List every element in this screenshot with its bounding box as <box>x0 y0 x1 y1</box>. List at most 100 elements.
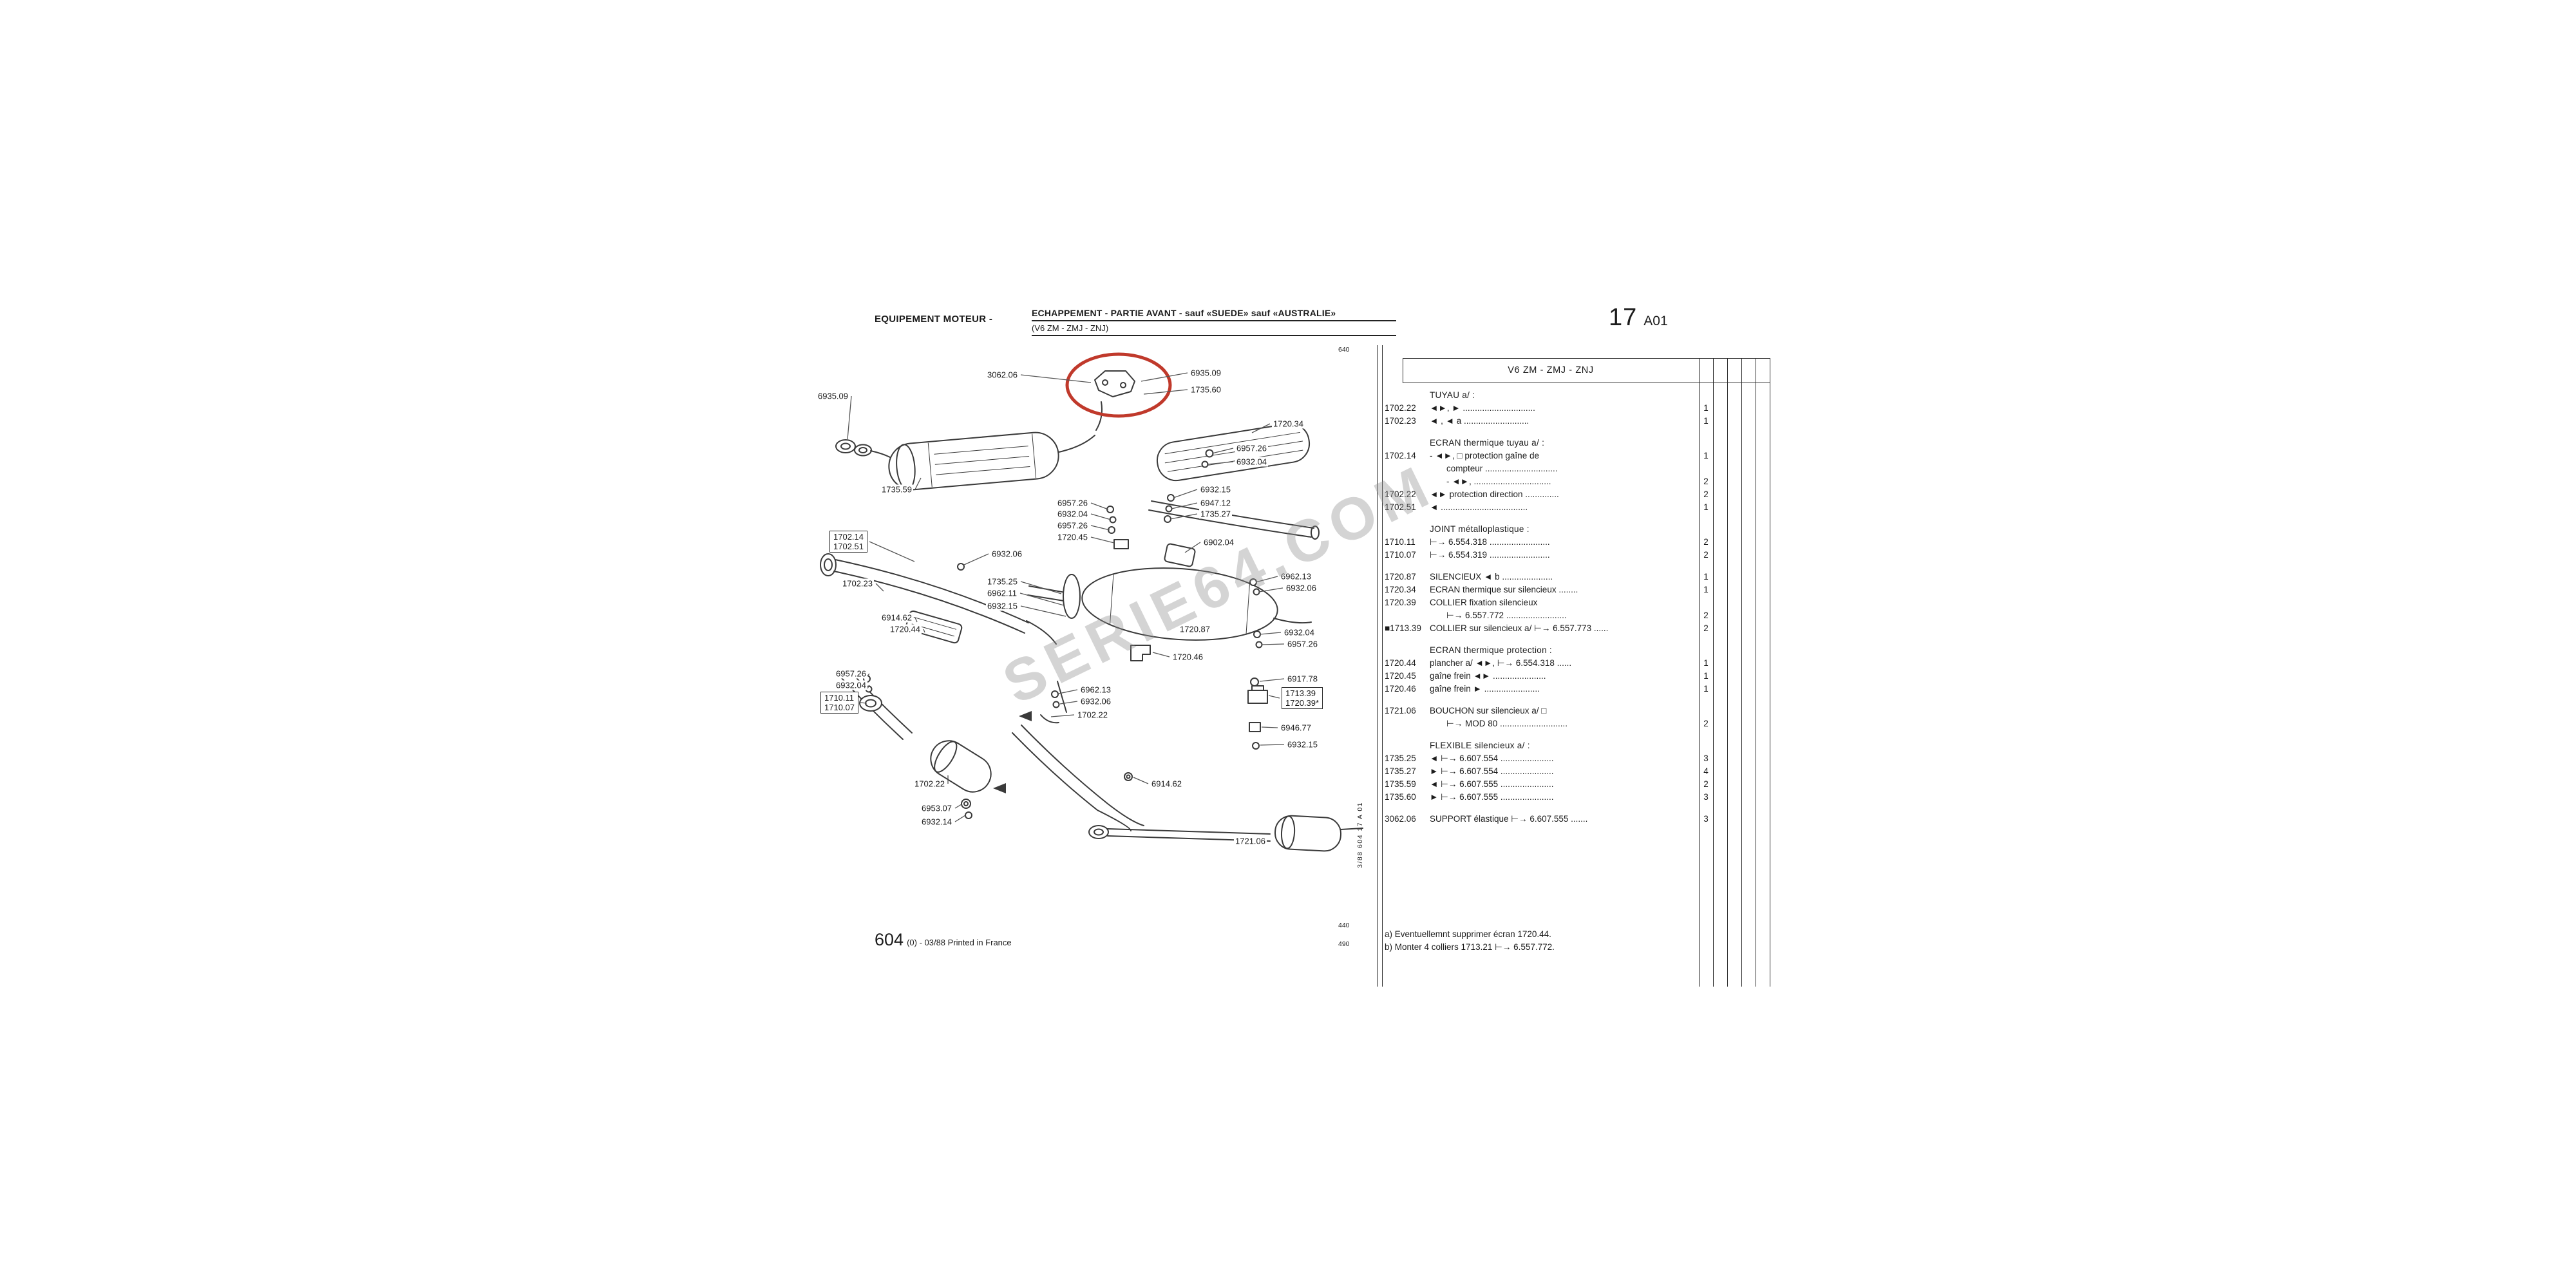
part-ref: 1735.59 <box>1385 779 1416 789</box>
table-column-line <box>1741 358 1742 987</box>
part-ref <box>1385 437 1430 450</box>
parts-table-group-row: TUYAU a/ : <box>1385 389 1713 402</box>
part-ref <box>1385 462 1430 475</box>
part-qty: 2 <box>1703 779 1709 789</box>
part-ref: 1735.25 <box>1385 753 1416 763</box>
part-desc: COLLIER fixation silencieux <box>1430 598 1538 607</box>
part-qty: 1 <box>1703 671 1709 681</box>
part-desc: SILENCIEUX ◄ b ..................... <box>1430 572 1553 582</box>
page-footer: 604 (0) - 03/88 Printed in France <box>875 930 1012 950</box>
page-number-main: 17 <box>1609 304 1638 331</box>
footnote-a: a) Eventuellemnt supprimer écran 1720.44… <box>1385 929 1551 939</box>
parts-table-group-row: JOINT métalloplastique : <box>1385 523 1713 536</box>
floor-heat-shield <box>905 611 963 644</box>
parts-table-row: ⊢→ 6.557.772 ......................... 2 <box>1385 609 1713 622</box>
spine-mark: 440 <box>1338 922 1350 929</box>
support-bracket <box>1094 370 1135 397</box>
part-qty <box>1699 705 1713 717</box>
parts-table-gap <box>1385 635 1713 644</box>
part-qty: 1 <box>1703 416 1709 426</box>
part-desc: ECRAN thermique tuyau a/ : <box>1430 438 1545 448</box>
part-qty: 2 <box>1703 550 1709 560</box>
highlight-ellipse <box>1065 352 1172 418</box>
part-qty: 3 <box>1703 792 1709 802</box>
footnote-b: b) Monter 4 colliers 1713.21 ⊢→ 6.557.77… <box>1385 942 1555 952</box>
part-qty <box>1699 596 1713 609</box>
parts-table-row: 1702.23◄ , ◄ a .........................… <box>1385 415 1713 428</box>
part-qty <box>1699 523 1713 536</box>
part-desc: - ◄►, ................................ <box>1446 477 1551 486</box>
parts-table-gap <box>1385 696 1713 705</box>
part-ref: ■1713.39 <box>1385 623 1421 633</box>
parts-table-row: 1702.51◄ ...............................… <box>1385 501 1713 514</box>
part-ref: 1721.06 <box>1385 706 1416 715</box>
parts-table-row: 1720.34 ECRAN thermique sur silencieux ..… <box>1385 583 1713 596</box>
table-top-line <box>1403 358 1770 359</box>
part-qty: 1 <box>1703 403 1709 413</box>
table-column-line <box>1699 358 1700 987</box>
part-ref <box>1385 609 1430 622</box>
part-desc: ⊢→ MOD 80 ............................ <box>1446 719 1568 728</box>
part-qty: 1 <box>1703 658 1709 668</box>
gasket-plate <box>1164 543 1196 567</box>
part-ref: 1720.45 <box>1385 671 1416 681</box>
part-desc: ► ⊢→ 6.607.554 ...................... <box>1430 766 1554 776</box>
part-desc: gaîne frein ► ....................... <box>1430 684 1540 694</box>
parts-table-row: - ◄►, ................................2 <box>1385 475 1713 488</box>
main-muffler <box>1081 567 1278 641</box>
parts-table-gap <box>1385 562 1713 571</box>
part-desc: ◄ .................................... <box>1430 502 1528 512</box>
part-desc: ◄►, ► .............................. <box>1430 403 1535 413</box>
spine-mark: 490 <box>1338 940 1350 948</box>
part-desc: plancher a/ ◄►, ⊢→ 6.554.318 ...... <box>1430 658 1572 668</box>
part-ref <box>1385 475 1430 488</box>
front-muffler <box>888 431 1059 491</box>
header-section: EQUIPEMENT MOTEUR - <box>875 314 993 325</box>
part-qty: 2 <box>1703 623 1709 633</box>
parts-table-row: 1702.22 ◄►, ► ...........................… <box>1385 402 1713 415</box>
part-qty: 1 <box>1703 502 1709 512</box>
part-ref <box>1385 739 1430 752</box>
upper-heat-shield <box>1156 422 1311 482</box>
resonator <box>930 740 992 793</box>
part-ref: 1702.22 <box>1385 489 1416 499</box>
part-desc: ⊢→ 6.554.319 ......................... <box>1430 550 1550 560</box>
parts-table-row: 1735.27► ⊢→ 6.607.554 ..................… <box>1385 765 1713 778</box>
part-desc: JOINT métalloplastique : <box>1430 524 1530 534</box>
part-desc: ⊢→ 6.557.772 ......................... <box>1446 611 1567 620</box>
part-qty <box>1699 389 1713 402</box>
part-ref: 1702.14 <box>1385 451 1416 460</box>
part-desc: gaîne frein ◄► ...................... <box>1430 671 1546 681</box>
part-desc: ◄ , ◄ a ........................... <box>1430 416 1530 426</box>
part-qty: 4 <box>1703 766 1709 776</box>
part-ref <box>1385 717 1430 730</box>
part-ref <box>1385 389 1430 402</box>
part-qty <box>1699 644 1713 657</box>
part-desc: ► ⊢→ 6.607.555 ...................... <box>1430 792 1554 802</box>
part-qty: 1 <box>1703 684 1709 694</box>
page-number-code: A01 <box>1643 314 1668 328</box>
part-desc: FLEXIBLE silencieux a/ : <box>1430 741 1530 750</box>
parts-table-row: compteur .............................. <box>1385 462 1713 475</box>
part-qty: 1 <box>1703 451 1709 460</box>
part-ref: 1720.87 <box>1385 572 1416 582</box>
part-qty: 2 <box>1703 719 1709 728</box>
part-ref: 1720.44 <box>1385 658 1416 668</box>
parts-table-gap <box>1385 428 1713 437</box>
leader-lines <box>847 372 1285 822</box>
parts-table-row: 1735.59◄ ⊢→ 6.607.555 ..................… <box>1385 778 1713 791</box>
part-ref: 1735.60 <box>1385 792 1416 802</box>
part-desc: ECRAN thermique sur silencieux ........ <box>1430 585 1578 594</box>
page-spine-line <box>1382 345 1383 987</box>
part-qty: 2 <box>1703 611 1709 620</box>
parts-table-gap <box>1385 804 1713 813</box>
rear-muffler <box>1274 815 1342 852</box>
part-ref: 1720.34 <box>1385 585 1416 594</box>
part-ref: 1702.22 <box>1385 403 1416 413</box>
parts-table-row: 1735.25◄ ⊢→ 6.607.554 ..................… <box>1385 752 1713 765</box>
part-ref: 1710.07 <box>1385 550 1416 560</box>
header-title-line2: (V6 ZM - ZMJ - ZNJ) <box>1032 321 1396 336</box>
part-qty: 3 <box>1703 814 1709 824</box>
